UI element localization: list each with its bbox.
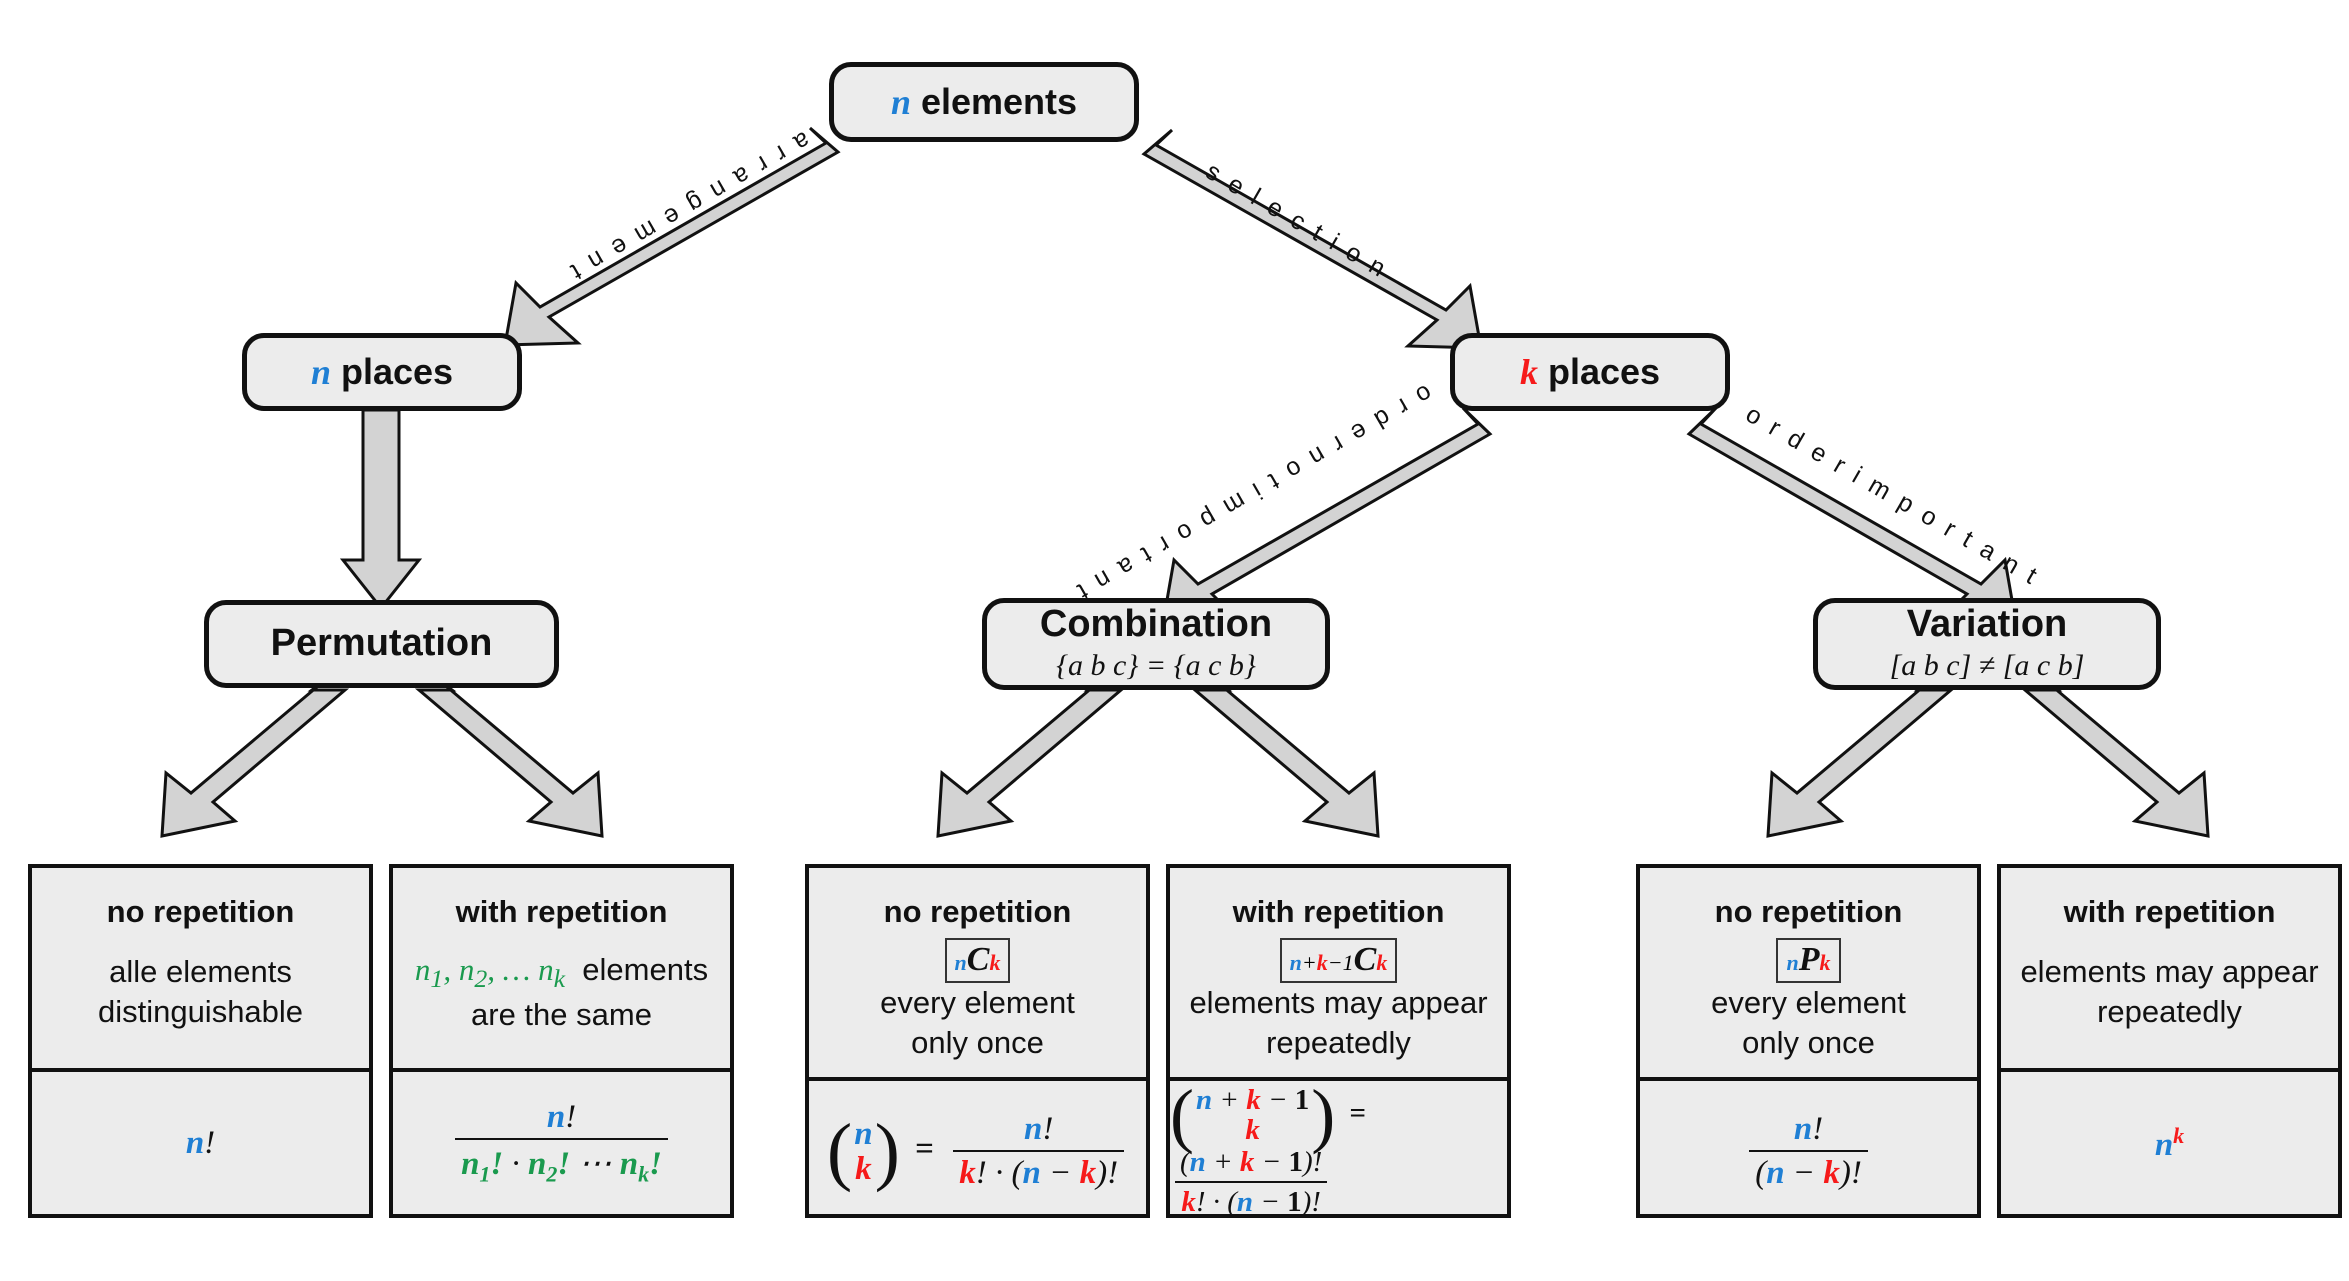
node-variation-label: Variation: [1906, 603, 2068, 646]
node-permutation-label: Permutation: [270, 622, 493, 665]
node-permutation[interactable]: Permutation: [204, 600, 559, 688]
arrow-permutation-withrep: [414, 679, 604, 838]
node-combination[interactable]: Combination {a b c} = {a c b}: [982, 598, 1330, 690]
leaf-combination-with-repetition[interactable]: with repetition n+k−1Ck elements may app…: [1166, 864, 1511, 1218]
leaf-header: with repetition: [1232, 894, 1445, 929]
arrow-combination-norep: [936, 679, 1126, 838]
node-n-places-label: n places: [310, 350, 454, 392]
leaf-header: no repetition: [883, 894, 1072, 929]
arrow-combination-withrep: [1190, 679, 1380, 838]
leaf-upper: with repetition n+k−1Ck elements may app…: [1170, 868, 1507, 1077]
leaf-formula: n! n1! · n2! ⋯ nk!: [393, 1068, 730, 1214]
node-k-places-label: k places: [1519, 350, 1661, 392]
node-k-places[interactable]: k places: [1450, 333, 1730, 411]
arrow-order-important: [1686, 406, 2018, 625]
leaf-header: no repetition: [106, 894, 295, 929]
node-n-places[interactable]: n places: [242, 333, 522, 411]
leaf-formula: n!: [32, 1068, 369, 1214]
node-n-elements-label: n elements: [890, 80, 1078, 122]
node-combination-label: Combination: [1039, 603, 1273, 646]
leaf-notation-nCk: nCk: [944, 938, 1011, 984]
leaf-notation-npk1Ck: n+k−1Ck: [1279, 938, 1398, 984]
arrow-variation-withrep: [2020, 679, 2210, 838]
arrow-nplaces-permutation: [339, 408, 423, 611]
leaf-header: with repetition: [455, 894, 668, 929]
node-combination-sublabel: {a b c} = {a c b}: [1056, 648, 1256, 682]
leaf-formula: nk: [2001, 1068, 2338, 1214]
leaf-header: no repetition: [1714, 894, 1903, 929]
node-variation-sublabel: [a b c] ≠ [a c b]: [1889, 648, 2085, 682]
leaf-notation-nPk: nPk: [1776, 938, 1841, 984]
node-n-elements[interactable]: n elements: [829, 62, 1139, 142]
arrow-permutation-norep: [160, 679, 350, 838]
leaf-formula: n! (n − k)!: [1640, 1076, 1977, 1223]
leaf-header: with repetition: [2063, 894, 2276, 929]
arrow-variation-norep: [1766, 679, 1956, 838]
node-variation[interactable]: Variation [a b c] ≠ [a c b]: [1813, 598, 2161, 690]
